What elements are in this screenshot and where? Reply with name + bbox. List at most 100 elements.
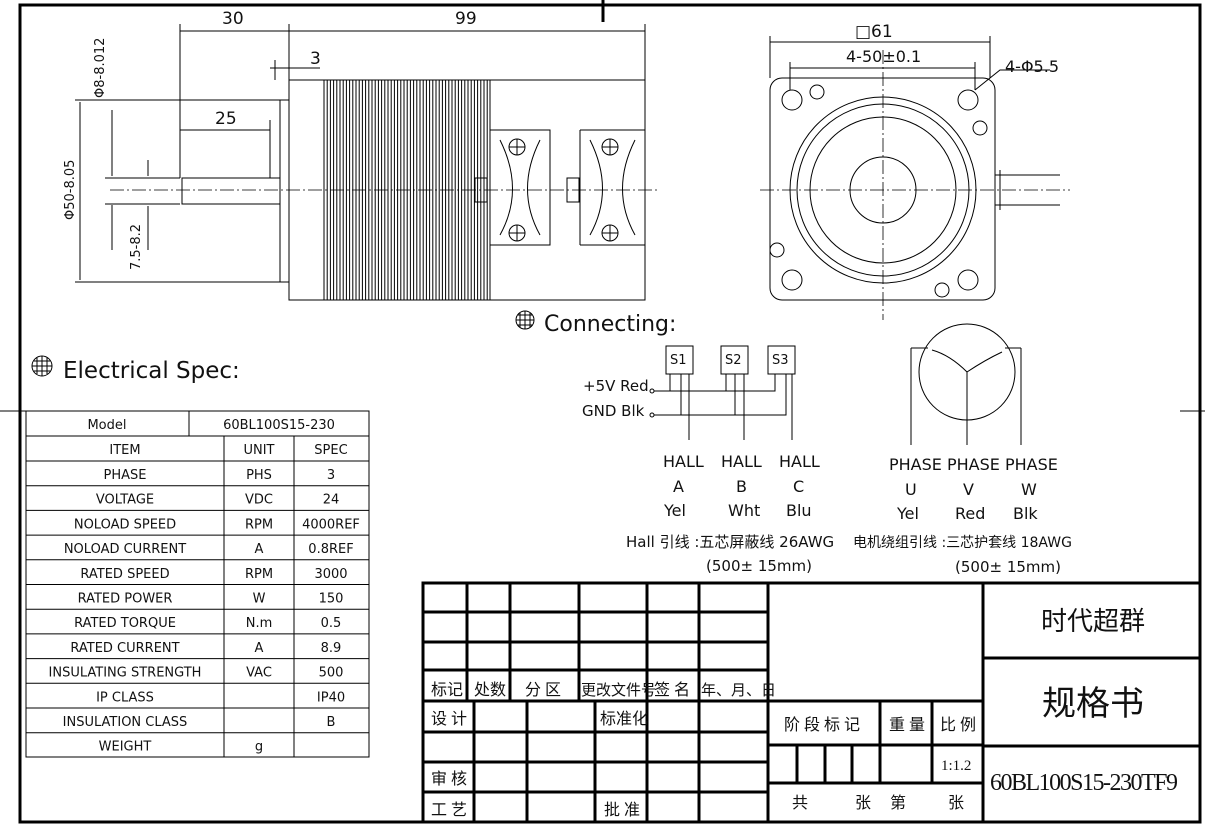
svg-text:(500± 15mm): (500± 15mm) xyxy=(706,557,812,575)
svg-text:Hall 引线 :五芯屏蔽线 26AWG: Hall 引线 :五芯屏蔽线 26AWG xyxy=(626,533,834,551)
svg-text:PHASE: PHASE xyxy=(889,455,942,474)
spec-item: NOLOAD SPEED xyxy=(74,517,176,532)
spec-unit: A xyxy=(255,542,264,557)
spec-unit: RPM xyxy=(245,567,273,582)
electrical-heading: Electrical Spec: xyxy=(31,355,240,384)
spec-item: INSULATING STRENGTH xyxy=(49,666,202,681)
crosshair-icon xyxy=(515,310,535,330)
svg-text:Electrical Spec:: Electrical Spec: xyxy=(63,358,240,384)
svg-text:25: 25 xyxy=(215,109,237,129)
svg-text:Connecting:: Connecting: xyxy=(544,312,676,337)
part-number: 60BL100S15-230TF9 xyxy=(990,770,1178,796)
spec-row: INSULATING STRENGTH VAC 500 xyxy=(26,658,369,681)
svg-text:工 艺: 工 艺 xyxy=(431,801,467,819)
spec-value: IP40 xyxy=(317,690,345,705)
svg-text:第: 第 xyxy=(890,794,906,812)
spec-unit: VDC xyxy=(245,493,273,508)
svg-text:重 量: 重 量 xyxy=(889,716,925,734)
svg-text:审 核: 审 核 xyxy=(431,770,467,788)
motor-side-view xyxy=(110,79,660,301)
spec-value: 500 xyxy=(319,666,344,681)
svg-text:Red: Red xyxy=(955,504,985,523)
spec-value: 24 xyxy=(323,493,340,508)
spec-unit: VAC xyxy=(246,666,272,681)
svg-text:U: U xyxy=(905,480,917,499)
spec-value: 0.5 xyxy=(321,616,342,631)
spec-item: WEIGHT xyxy=(99,740,152,755)
svg-text:电机绕组引线 :三芯护套线 18AWG: 电机绕组引线 :三芯护套线 18AWG xyxy=(853,535,1072,551)
svg-text:99: 99 xyxy=(455,9,477,29)
svg-text:7.5-8.2: 7.5-8.2 xyxy=(129,224,144,270)
svg-text:ITEM: ITEM xyxy=(109,443,140,458)
phase-wiring-diagram: PHASE U Yel PHASE V Red PHASE W Blk 电机绕组… xyxy=(853,323,1072,576)
side-dimensions: 30 99 3 25 Φ8-8.012 Φ50-8.05 7.5-8.2 xyxy=(63,9,646,283)
svg-text:C: C xyxy=(793,477,804,496)
svg-text:年、月、日: 年、月、日 xyxy=(701,682,776,699)
svg-text:PHASE: PHASE xyxy=(947,455,1000,474)
svg-text:V: V xyxy=(963,480,974,499)
svg-text:4-50±0.1: 4-50±0.1 xyxy=(846,47,921,66)
spec-unit: PHS xyxy=(246,468,272,483)
company-name: 时代超群 xyxy=(1041,607,1145,636)
svg-text:比 例: 比 例 xyxy=(940,716,976,734)
crosshair-icon xyxy=(31,355,53,377)
svg-text:更改文件号: 更改文件号 xyxy=(581,682,656,699)
svg-text:批 准: 批 准 xyxy=(604,801,640,819)
svg-text:Φ50-8.05: Φ50-8.05 xyxy=(63,160,78,220)
hall-wiring-diagram: S1 S2 S3 +5V Red GND Blk HALL A Yel HALL… xyxy=(582,345,834,575)
svg-text:Φ8-8.012: Φ8-8.012 xyxy=(93,38,108,98)
svg-text:B: B xyxy=(736,477,747,496)
motor-front-view: □61 4-50±0.1 4-Φ5.5 xyxy=(760,22,1070,320)
svg-text:HALL: HALL xyxy=(663,452,704,471)
screw-icons xyxy=(508,138,619,242)
spec-item: RATED TORQUE xyxy=(74,616,176,631)
spec-value: 0.8REF xyxy=(308,542,353,557)
spec-unit: A xyxy=(255,641,264,656)
svg-text:HALL: HALL xyxy=(721,452,762,471)
svg-text:(500± 15mm): (500± 15mm) xyxy=(955,558,1061,576)
svg-text:共: 共 xyxy=(792,794,808,812)
model-value: 60BL100S15-230 xyxy=(223,418,335,433)
svg-text:张: 张 xyxy=(948,794,964,812)
spec-value: 150 xyxy=(319,592,344,607)
svg-text:GND Blk: GND Blk xyxy=(582,402,645,420)
svg-text:标记: 标记 xyxy=(431,681,463,699)
title-block: 标记 处数 分 区 更改文件号 签 名 年、月、日 设 计 标准化 审 核 工 … xyxy=(421,581,1202,824)
svg-text:S3: S3 xyxy=(772,353,789,368)
spec-value: 3000 xyxy=(314,567,347,582)
spec-value: 8.9 xyxy=(321,641,342,656)
svg-text:□61: □61 xyxy=(855,22,893,42)
spec-item: INSULATION CLASS xyxy=(63,715,188,730)
spec-row: NOLOAD CURRENT A 0.8REF xyxy=(26,534,369,557)
spec-item: PHASE xyxy=(104,468,147,483)
svg-text:W: W xyxy=(1021,480,1037,499)
svg-text:阶 段 标 记: 阶 段 标 记 xyxy=(784,716,860,734)
document-type: 规格书 xyxy=(1042,685,1144,723)
spec-item: NOLOAD CURRENT xyxy=(64,542,186,557)
spec-unit: RPM xyxy=(245,517,273,532)
svg-text:A: A xyxy=(673,477,684,496)
svg-text:PHASE: PHASE xyxy=(1005,455,1058,474)
svg-text:标准化: 标准化 xyxy=(600,710,648,728)
svg-text:HALL: HALL xyxy=(779,452,820,471)
spec-table: Model 60BL100S15-230 ITEM UNIT SPEC PHAS… xyxy=(25,410,370,758)
spec-item: RATED CURRENT xyxy=(70,641,179,656)
svg-text:4-Φ5.5: 4-Φ5.5 xyxy=(1005,57,1059,76)
spec-value: 3 xyxy=(327,468,335,483)
spec-unit: W xyxy=(253,592,266,607)
svg-text:Blk: Blk xyxy=(1013,504,1038,523)
spec-unit: N.m xyxy=(246,616,273,631)
svg-text:分 区: 分 区 xyxy=(525,681,561,699)
model-label: Model xyxy=(87,418,126,433)
svg-text:签 名: 签 名 xyxy=(654,681,690,699)
svg-text:设 计: 设 计 xyxy=(431,710,467,728)
svg-text:30: 30 xyxy=(222,9,244,29)
